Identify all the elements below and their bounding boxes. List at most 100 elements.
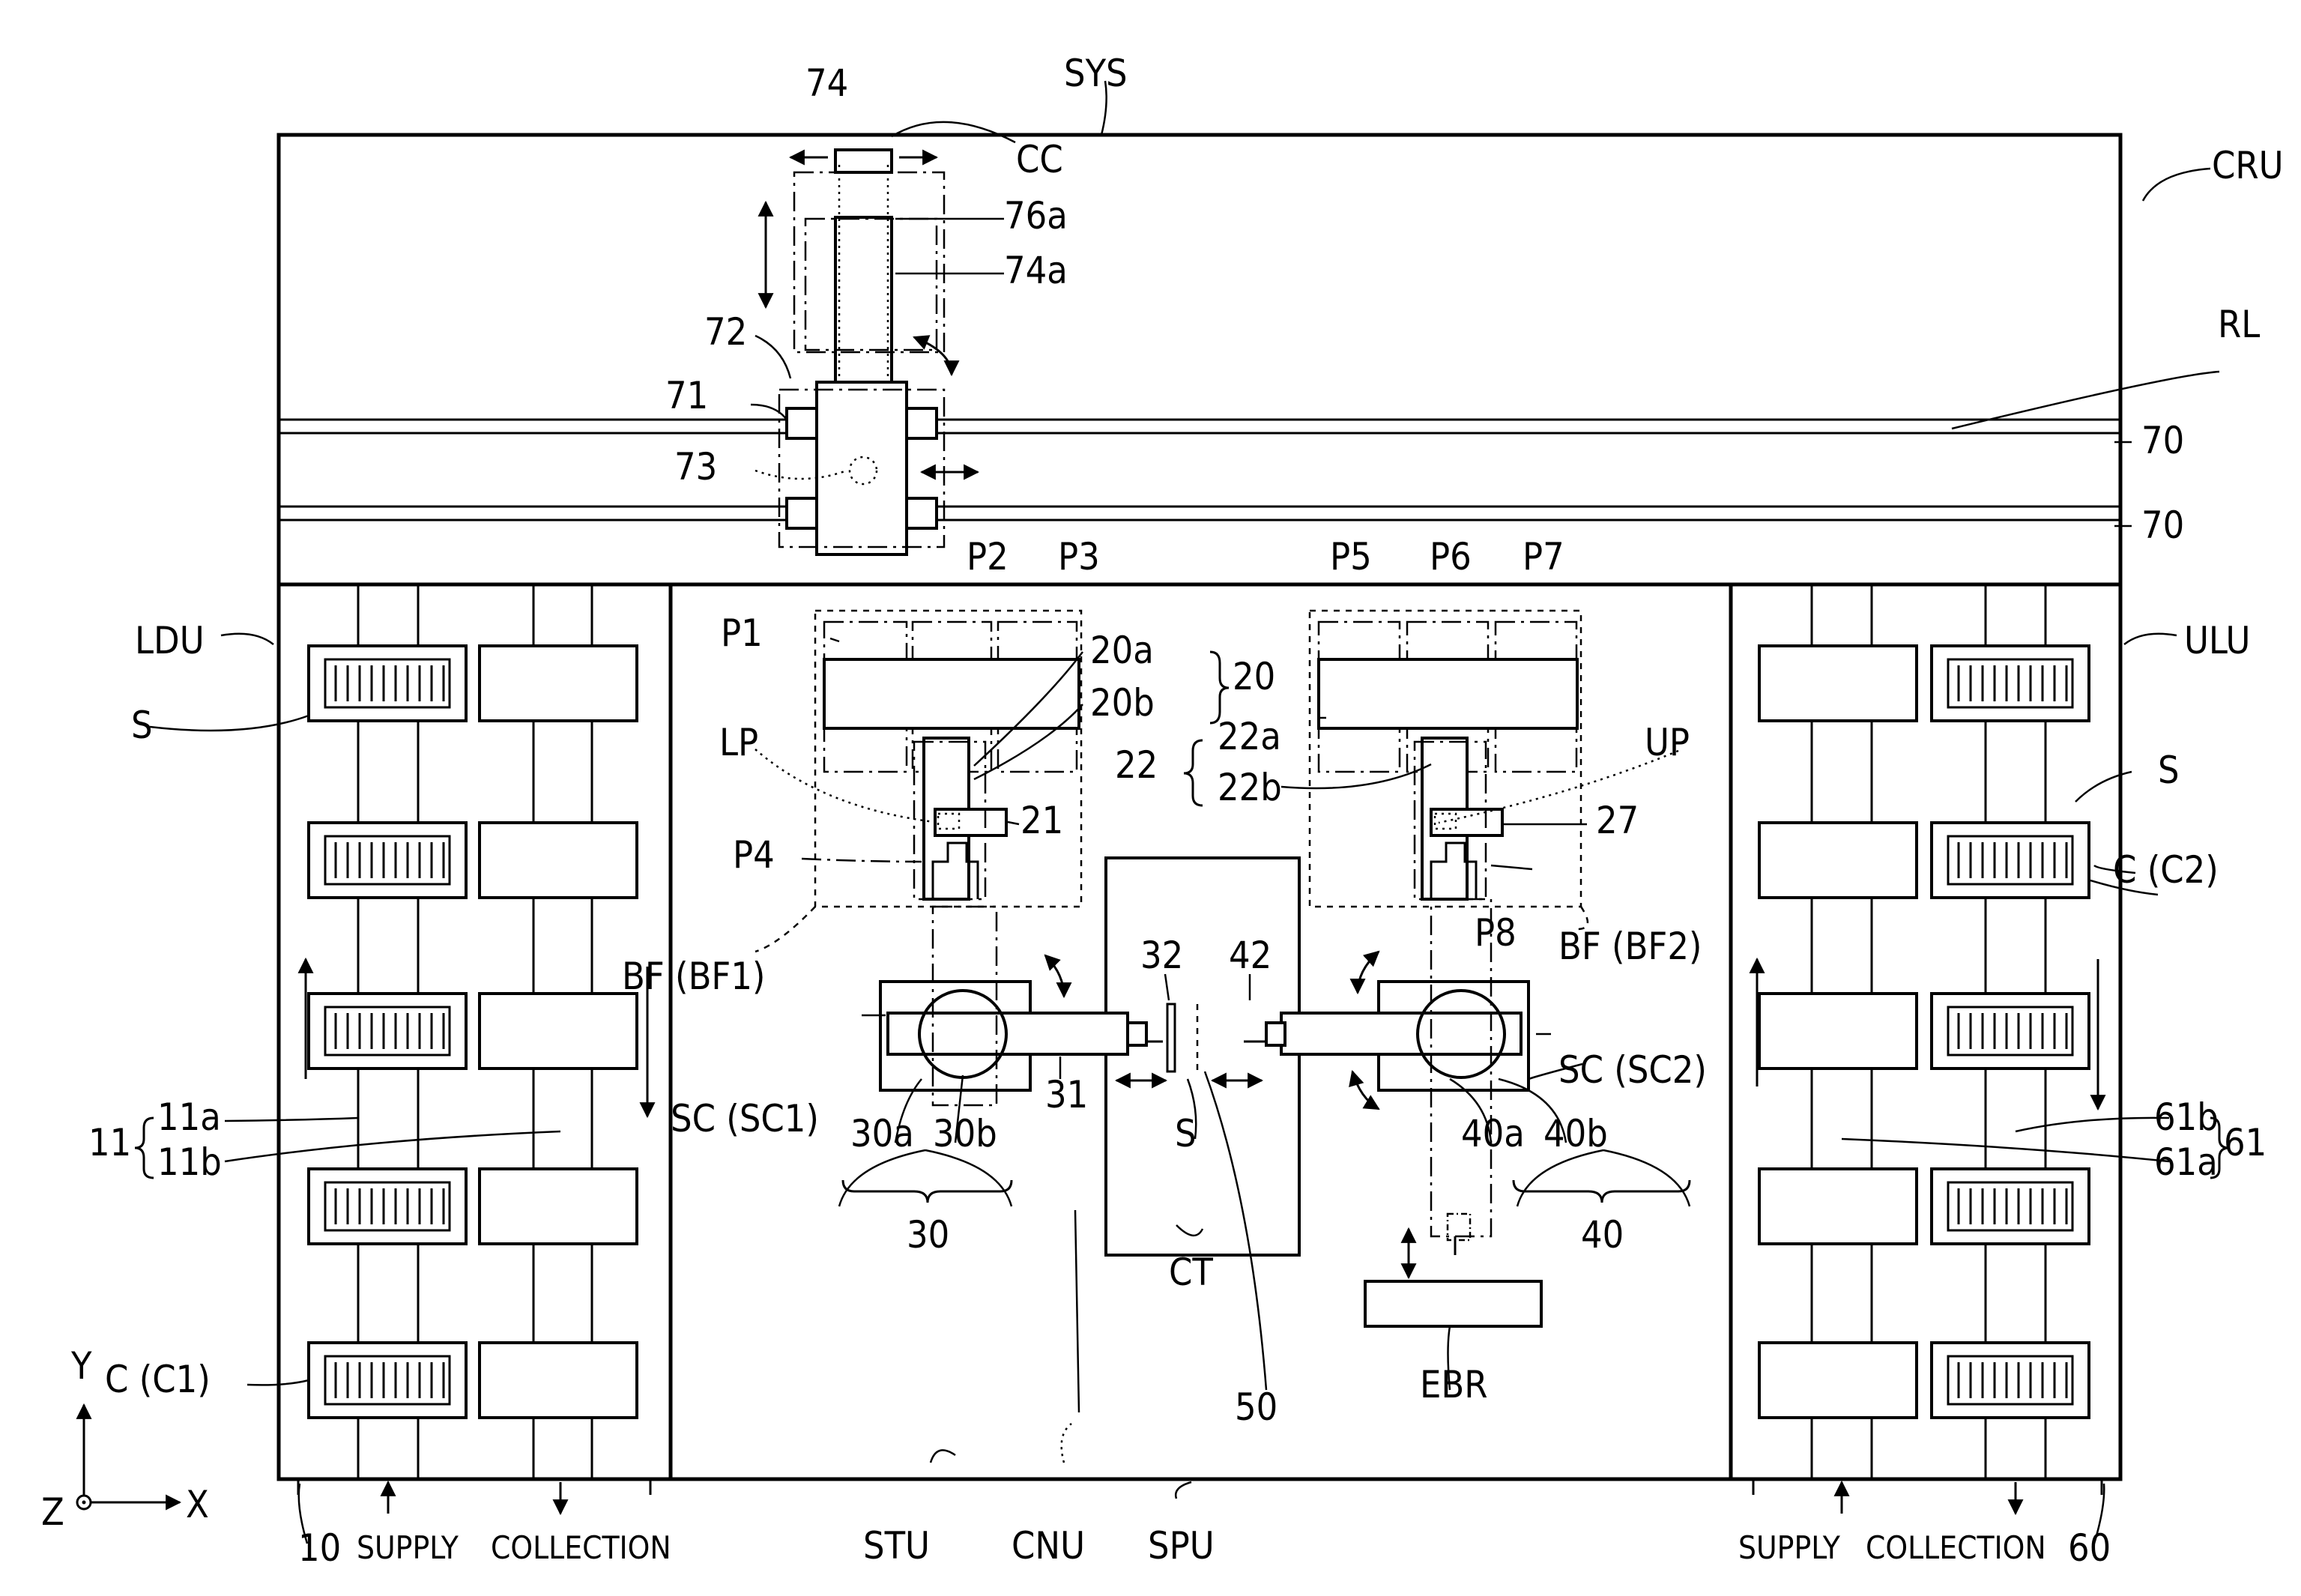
label-72: 72 [704, 310, 747, 354]
ldu-cassette-1 [309, 646, 466, 721]
label-spu: SPU [1148, 1524, 1215, 1568]
label-axis-y: Y [70, 1344, 92, 1388]
ulu-cassette-1 [1932, 646, 2089, 721]
ulu-slot-2 [1759, 823, 1917, 898]
label-up: UP [1645, 721, 1690, 764]
ulu-slot-1 [1759, 646, 1917, 721]
label-axis-z: Z [41, 1490, 64, 1534]
label-30a: 30a [850, 1112, 914, 1155]
ldu-cassette-2 [309, 823, 466, 898]
label-supply-left: SUPPLY [357, 1529, 459, 1566]
label-71: 71 [665, 374, 708, 417]
label-p2: P2 [967, 535, 1009, 578]
label-sys: SYS [1064, 52, 1128, 95]
label-bf1: BF (BF1) [622, 955, 765, 998]
label-40b: 40b [1543, 1112, 1608, 1155]
ulu-cassette-3 [1932, 994, 2089, 1068]
ebr-unit [1365, 1229, 1541, 1326]
label-sc1: SC (SC1) [671, 1097, 819, 1140]
label-p5: P5 [1330, 535, 1372, 578]
ulu-cassette-5 [1932, 1343, 2089, 1418]
ulu-cassette-4 [1932, 1169, 2089, 1244]
label-40a: 40a [1461, 1112, 1525, 1155]
label-22b: 22b [1218, 766, 1282, 809]
label-s-center: S [1175, 1112, 1197, 1155]
buffer-bf1 [815, 611, 1081, 907]
ldu-slot-1 [480, 646, 637, 721]
label-c2: C (C2) [2113, 848, 2219, 892]
label-bf2: BF (BF2) [1558, 925, 1702, 968]
axis-indicator [77, 1405, 180, 1509]
label-supply-right: SUPPLY [1738, 1529, 1841, 1566]
label-22a: 22a [1218, 715, 1281, 758]
ldu-slot-3 [480, 994, 637, 1068]
ldu-cassette-4 [309, 1169, 466, 1244]
label-20b: 20b [1090, 681, 1155, 725]
label-ebr: EBR [1420, 1363, 1488, 1406]
label-42: 42 [1229, 934, 1272, 977]
label-ldu: LDU [135, 619, 205, 662]
buffer-bf2 [1310, 611, 1581, 907]
label-22: 22 [1115, 743, 1158, 787]
brace-22 [1184, 740, 1203, 805]
brace-11 [135, 1118, 154, 1178]
ulu-slot-4 [1759, 1169, 1917, 1244]
label-s-left: S [131, 704, 153, 747]
ulu-slot-3 [1759, 994, 1917, 1068]
label-76a: 76a [1004, 194, 1068, 238]
ldu-slot-2 [480, 823, 637, 898]
label-74: 74 [805, 61, 848, 105]
leader-lines [150, 81, 2219, 1544]
label-collection-left: COLLECTION [491, 1529, 671, 1566]
rail-rl [279, 420, 2120, 520]
label-70-top: 70 [2141, 419, 2184, 462]
label-lp: LP [719, 721, 758, 764]
ldu-cassette-3 [309, 994, 466, 1068]
brace-40 [1514, 1180, 1690, 1203]
label-p4: P4 [733, 833, 775, 877]
label-70-bottom: 70 [2141, 504, 2184, 547]
label-cnu: CNU [1012, 1524, 1085, 1568]
label-p7: P7 [1523, 535, 1564, 578]
brace-30 [843, 1180, 1012, 1203]
label-20a: 20a [1090, 629, 1154, 672]
ldu-slot-4 [480, 1169, 637, 1244]
label-20: 20 [1233, 655, 1275, 698]
label-rl: RL [2218, 303, 2260, 346]
label-ulu: ULU [2184, 619, 2250, 662]
label-74a: 74a [1004, 249, 1068, 292]
label-27: 27 [1596, 799, 1639, 842]
label-10: 10 [298, 1526, 341, 1570]
label-cc: CC [1016, 138, 1063, 181]
label-p6: P6 [1430, 535, 1472, 578]
label-61b: 61b [2154, 1095, 2219, 1139]
label-sc2: SC (SC2) [1558, 1048, 1707, 1092]
label-collection-right: COLLECTION [1866, 1529, 2046, 1566]
label-11a: 11a [157, 1095, 221, 1139]
label-p1: P1 [721, 611, 763, 655]
ulu-cassette-2 [1932, 823, 2089, 898]
label-31: 31 [1045, 1073, 1088, 1116]
label-60: 60 [2068, 1526, 2111, 1570]
label-11: 11 [88, 1121, 131, 1164]
label-p8: P8 [1475, 911, 1517, 955]
ldu-slot-5 [480, 1343, 637, 1418]
label-30b: 30b [933, 1112, 997, 1155]
label-s-right: S [2158, 749, 2180, 792]
label-21: 21 [1021, 799, 1063, 842]
label-40: 40 [1581, 1213, 1624, 1257]
label-50: 50 [1235, 1385, 1278, 1429]
ulu-slot-5 [1759, 1343, 1917, 1418]
label-p3: P3 [1058, 535, 1100, 578]
label-73: 73 [674, 445, 717, 489]
label-c1: C (C1) [105, 1358, 211, 1401]
label-30: 30 [907, 1213, 949, 1257]
label-stu: STU [863, 1524, 930, 1568]
bottom-markers [298, 1479, 2102, 1514]
label-cru: CRU [2212, 144, 2284, 187]
label-axis-x: X [186, 1483, 209, 1526]
label-61a: 61a [2154, 1140, 2218, 1184]
label-32: 32 [1140, 934, 1183, 977]
carrier-cc [766, 150, 978, 554]
